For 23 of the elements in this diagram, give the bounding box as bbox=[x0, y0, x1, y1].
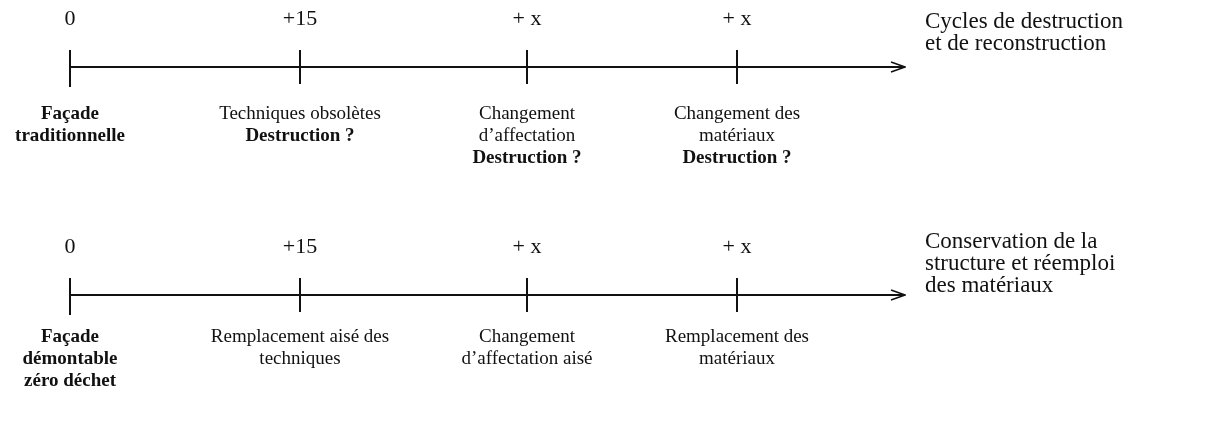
outcome-text: Cycles de destruction et de reconstruction bbox=[925, 10, 1124, 54]
outcome-text: Conservation de la structure et réemploi des matériaux bbox=[925, 230, 1117, 296]
tick-label: + x bbox=[721, 5, 753, 31]
tick-label: +15 bbox=[281, 5, 319, 31]
tick-label: 0 bbox=[63, 5, 77, 31]
event-text: Remplacement des matériaux bbox=[664, 325, 810, 369]
event-text: Techniques obsolètes bbox=[218, 102, 382, 124]
tick-label: 0 bbox=[63, 233, 77, 259]
event-text: Remplacement aisé des techniques bbox=[210, 325, 390, 369]
facade-title: Façade traditionnelle bbox=[14, 102, 126, 146]
verdict-text: Destruction ? bbox=[681, 146, 793, 168]
tick-label: + x bbox=[511, 5, 543, 31]
tick-label: + x bbox=[721, 233, 753, 259]
tick-label: + x bbox=[511, 233, 543, 259]
verdict-text: Destruction ? bbox=[471, 146, 583, 168]
verdict-text: Destruction ? bbox=[244, 124, 356, 146]
event-text: Changement d’affectation bbox=[477, 102, 577, 146]
event-text: Changement des matériaux bbox=[672, 102, 802, 146]
facade-title: Façade démontable zéro déchet bbox=[21, 325, 119, 391]
event-text: Changement d’affectation aisé bbox=[460, 325, 594, 369]
timeline-arrow bbox=[69, 289, 906, 301]
tick-label: +15 bbox=[281, 233, 319, 259]
timeline-arrow bbox=[69, 61, 906, 73]
